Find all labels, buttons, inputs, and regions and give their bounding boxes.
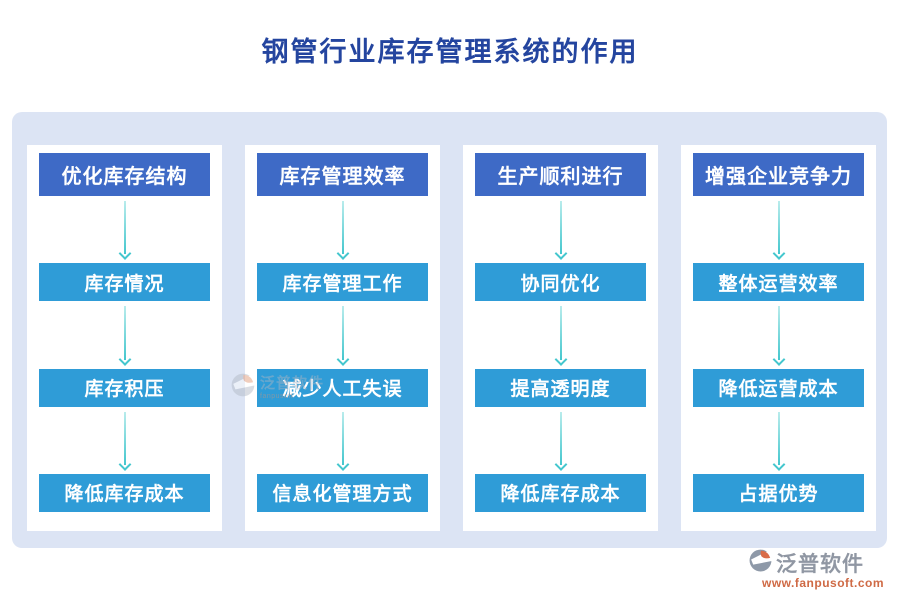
flow-box: 协同优化 [475,263,646,302]
flow-box: 优化库存结构 [39,153,210,196]
flow-column-2: 库存管理效率 库存管理工作 减少人工失误 信息化管理方式 [245,145,440,531]
flow-box: 整体运营效率 [693,263,864,302]
flow-column-3: 生产顺利进行 协同优化 提高透明度 降低库存成本 [463,145,658,531]
flow-box: 库存管理效率 [257,153,428,196]
flow-box: 库存情况 [39,263,210,302]
flow-box: 库存积压 [39,368,210,407]
flow-column-4: 增强企业竞争力 整体运营效率 降低运营成本 占据优势 [681,145,876,531]
down-arrow-icon [39,301,210,368]
down-arrow-icon [475,301,646,368]
down-arrow-icon [257,301,428,368]
flow-box: 占据优势 [693,473,864,512]
flow-box: 库存管理工作 [257,263,428,302]
flow-box: 增强企业竞争力 [693,153,864,196]
flow-box: 减少人工失误 [257,368,428,407]
fanpu-logo-icon [748,548,775,578]
diagram-board: 优化库存结构 库存情况 库存积压 降低库存成本 库存管理效率 库存管理工作 减少… [12,112,887,548]
down-arrow-icon [39,407,210,474]
down-arrow-icon [693,301,864,368]
down-arrow-icon [475,407,646,474]
down-arrow-icon [257,196,428,263]
flow-box: 提高透明度 [475,368,646,407]
flow-box: 信息化管理方式 [257,473,428,512]
down-arrow-icon [693,407,864,474]
down-arrow-icon [693,196,864,263]
brand-name: 泛普软件 [776,553,864,576]
flow-box: 降低库存成本 [475,473,646,512]
flow-box: 降低运营成本 [693,368,864,407]
page-title: 钢管行业库存管理系统的作用 [261,37,639,67]
branding: 泛普软件 www.fanpusoft.com [748,548,893,590]
flow-column-1: 优化库存结构 库存情况 库存积压 降低库存成本 [27,145,222,531]
down-arrow-icon [39,196,210,263]
brand-url: www.fanpusoft.com [762,576,885,590]
down-arrow-icon [257,407,428,474]
flow-box: 降低库存成本 [39,473,210,512]
flow-box: 生产顺利进行 [475,153,646,196]
down-arrow-icon [475,196,646,263]
